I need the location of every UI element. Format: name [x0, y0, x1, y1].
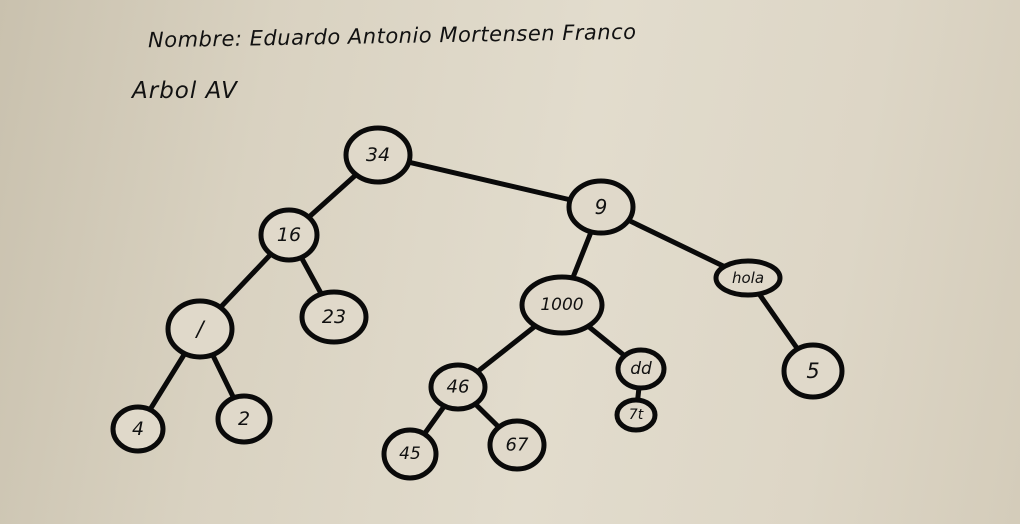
- tree-edge: [375, 152, 604, 210]
- node-label: 67: [506, 435, 529, 456]
- tree-node: 46: [428, 362, 488, 412]
- node-circle: [519, 274, 605, 336]
- node-circle: [110, 404, 166, 454]
- node-fill: [386, 432, 434, 476]
- tree-node: 45: [381, 427, 439, 481]
- tree-node: /: [165, 298, 235, 360]
- node-label: 4: [132, 418, 144, 440]
- node-fill: [718, 263, 778, 293]
- node-circle: [299, 289, 369, 345]
- node-label: 45: [399, 444, 421, 464]
- tree-node: 9: [566, 178, 636, 236]
- node-label: 5: [806, 359, 819, 383]
- node-fill: [433, 367, 483, 407]
- node-label: 7t: [629, 407, 644, 423]
- tree-node: 67: [487, 418, 547, 472]
- node-label: hola: [732, 269, 764, 287]
- node-fill: [263, 212, 315, 258]
- tree-node: dd: [615, 347, 667, 391]
- node-fill: [571, 183, 631, 231]
- node-fill: [115, 409, 161, 449]
- tree-node: 16: [258, 207, 320, 263]
- tree-node: 5: [781, 342, 845, 400]
- node-circle: [614, 397, 658, 433]
- tree-node: 4: [110, 404, 166, 454]
- tree-node: 1000: [519, 274, 605, 336]
- tree-node: 34: [343, 125, 413, 185]
- node-circle: [566, 178, 636, 236]
- node-circle: [487, 418, 547, 472]
- tree-nodes: 34 16 9 / 23 1000 hola 4 2 46 dd 5 45 67 7t: [110, 125, 845, 481]
- tree-node: hola: [713, 258, 783, 298]
- node-circle: [781, 342, 845, 400]
- node-circle: [343, 125, 413, 185]
- node-circle: [165, 298, 235, 360]
- tree-node: 23: [299, 289, 369, 345]
- node-fill: [348, 130, 408, 180]
- node-circle: [428, 362, 488, 412]
- node-fill: [492, 423, 542, 467]
- node-circle: [381, 427, 439, 481]
- node-fill: [304, 294, 364, 340]
- node-label: 2: [238, 408, 250, 430]
- node-label: 16: [277, 224, 301, 246]
- tree-node: 2: [215, 393, 273, 445]
- node-label: dd: [630, 359, 652, 379]
- node-label: 23: [322, 306, 346, 328]
- subtitle: Arbol AV: [132, 78, 238, 104]
- node-fill: [786, 347, 840, 395]
- node-circle: [615, 347, 667, 391]
- node-circle: [713, 258, 783, 298]
- node-fill: [220, 398, 268, 440]
- node-fill: [524, 279, 600, 331]
- node-fill: [170, 303, 230, 355]
- node-label: 1000: [540, 295, 583, 315]
- node-fill: [620, 352, 662, 386]
- node-label: 46: [447, 377, 470, 398]
- node-label: 9: [595, 195, 608, 219]
- node-circle: [258, 207, 320, 263]
- node-circle: [215, 393, 273, 445]
- tree-node: 7t: [614, 397, 658, 433]
- node-fill: [619, 402, 653, 428]
- node-label: /: [194, 317, 205, 341]
- node-label: 34: [366, 144, 390, 166]
